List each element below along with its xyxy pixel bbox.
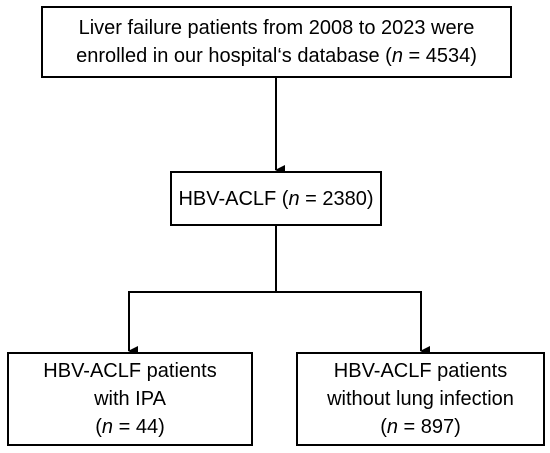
no-lung-infection-line-2: without lung infection: [327, 388, 514, 410]
ipa-n-label: n: [101, 416, 114, 438]
ipa-line-3: (n = 44): [95, 413, 165, 441]
hbv-aclf-n-label: n: [288, 187, 300, 210]
hbv-aclf-line: HBV-ACLF (n = 2380): [178, 185, 373, 213]
no-lung-infection-count: = 897): [397, 416, 461, 438]
no-lung-infection-n-label: n: [386, 416, 398, 438]
no-lung-infection-prefix: (: [380, 416, 387, 438]
hbv-aclf-prefix: HBV-ACLF (: [178, 187, 289, 210]
enrolled-count: = 4534): [402, 45, 477, 67]
enrolled-n-label: n: [391, 45, 403, 67]
ipa-prefix: (: [95, 416, 102, 438]
enrolled-line-2: enrolled in our hospital‘s database (n =…: [76, 42, 477, 70]
enrolled-line-2-prefix: enrolled in our hospital‘s database (: [76, 45, 392, 67]
ipa-line-1: HBV-ACLF patients: [43, 360, 217, 382]
box-no-lung-infection-patients: HBV-ACLF patients without lung infection…: [296, 352, 545, 446]
ipa-count: = 44): [113, 416, 165, 438]
enrolled-line-1: Liver failure patients from 2008 to 2023…: [78, 17, 475, 39]
ipa-line-2: with IPA: [94, 388, 166, 410]
hbv-aclf-count: = 2380): [299, 187, 374, 210]
no-lung-infection-line-1: HBV-ACLF patients: [333, 360, 508, 382]
box-enrolled-patients: Liver failure patients from 2008 to 2023…: [41, 6, 512, 78]
no-lung-infection-line-3: (n = 897): [380, 413, 461, 441]
box-hbv-aclf: HBV-ACLF (n = 2380): [170, 171, 382, 226]
box-ipa-patients: HBV-ACLF patients with IPA (n = 44): [7, 352, 253, 446]
